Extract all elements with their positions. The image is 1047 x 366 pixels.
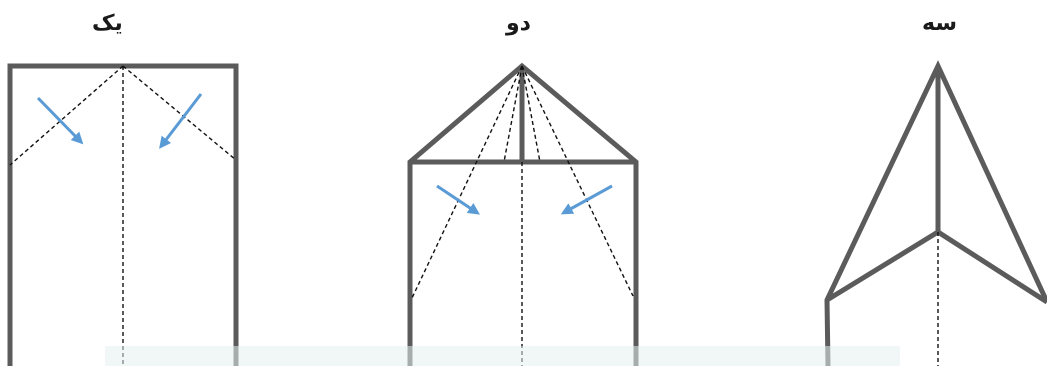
step-1-right-fold-line [123,66,236,160]
step-3-figure [827,66,1047,366]
step-1-left-fold-line [10,66,123,165]
step-1-right-fold-arrow [162,94,201,145]
bottom-overlay-band [105,346,900,366]
step-2-figure [410,66,636,366]
step-2-right-fold-line [522,66,633,296]
step-2-left-fold-line [412,66,522,298]
step-2-left-fold-arrow [437,186,476,212]
step-3-wing-line [827,232,1047,302]
step-1-figure [10,66,236,366]
step-2-right-fold-arrow [565,186,612,212]
step-1-left-fold-arrow [38,98,80,141]
